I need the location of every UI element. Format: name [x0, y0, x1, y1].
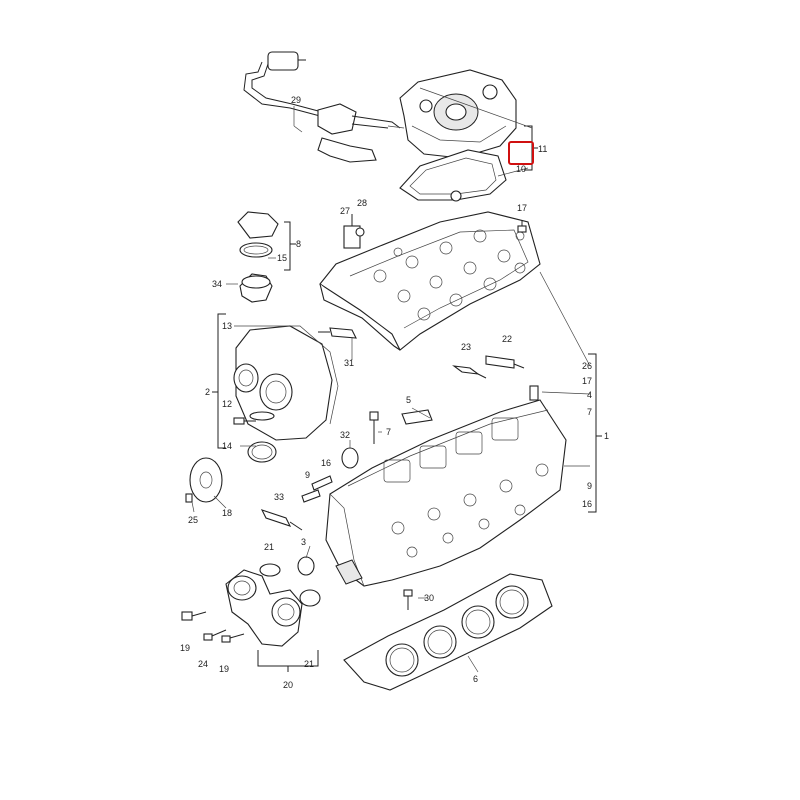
callout-30: 30: [424, 593, 434, 603]
callout-16-mid: 16: [321, 458, 331, 468]
adjuster-assembly: [181, 563, 321, 647]
oil-separator-module: [387, 69, 517, 202]
callout-18: 18: [222, 508, 232, 518]
tool-33: [260, 509, 303, 531]
callout-10: 10: [516, 164, 526, 174]
timing-case-cover: [233, 325, 339, 463]
callout-9-right: 9: [587, 481, 592, 491]
callout-9-mid: 9: [305, 470, 310, 480]
callout-19-left: 19: [180, 643, 190, 653]
part-22: [485, 355, 525, 369]
callout-33: 33: [274, 492, 284, 502]
callout-labels: 29 11 10 28 27 17 8 15 34 13 31 22 23 26…: [180, 95, 609, 690]
callout-1: 1: [604, 431, 609, 441]
bolt-30: [403, 589, 413, 610]
stud-16: [311, 475, 333, 491]
stud-9: [301, 489, 321, 503]
callout-34: 34: [212, 279, 222, 289]
oil-filler-cap: [237, 211, 279, 303]
bolt-12: [233, 417, 256, 425]
callout-19-mid: 19: [219, 664, 229, 674]
callout-3: 3: [301, 537, 306, 547]
callout-29: 29: [291, 95, 301, 105]
callout-31: 31: [344, 358, 354, 368]
sprocket-18: [185, 457, 223, 503]
callout-14: 14: [222, 441, 232, 451]
callout-26: 26: [582, 361, 592, 371]
part-5: [401, 409, 433, 425]
callout-17-right: 17: [582, 376, 592, 386]
callout-15: 15: [277, 253, 287, 263]
callout-6: 6: [473, 674, 478, 684]
callout-4: 4: [587, 390, 592, 400]
bolt-7: [369, 411, 379, 444]
callout-2: 2: [205, 387, 210, 397]
bolt-17: [517, 220, 527, 233]
callout-7-right: 7: [587, 407, 592, 417]
leader-lines: [191, 87, 591, 673]
callout-23: 23: [461, 342, 471, 352]
callout-16-right: 16: [582, 499, 592, 509]
plug-3: [297, 556, 315, 576]
callout-7-mid: 7: [386, 427, 391, 437]
callout-32: 32: [340, 430, 350, 440]
part-4: [529, 385, 539, 401]
cylinder-head-cover: [319, 211, 541, 351]
callout-11: 11: [538, 144, 547, 154]
callout-24: 24: [198, 659, 208, 669]
bracket-lines: [212, 125, 602, 672]
callout-25: 25: [188, 515, 198, 525]
plug-32: [341, 447, 359, 469]
callout-27: 27: [340, 206, 350, 216]
callout-13: 13: [222, 321, 232, 331]
highlight-box: [508, 141, 534, 165]
part-31: [318, 327, 357, 339]
callout-12: 12: [222, 399, 232, 409]
head-gasket: [343, 573, 553, 691]
sensor-27-28: [343, 214, 365, 249]
callout-8: 8: [296, 239, 301, 249]
callout-22: 22: [502, 334, 512, 344]
callout-21-bottom: 21: [304, 659, 314, 669]
callout-21-top: 21: [264, 542, 274, 552]
cylinder-head: [325, 399, 567, 587]
part-23: [452, 365, 487, 379]
callout-5: 5: [406, 395, 411, 405]
breather-hose-assembly: [243, 51, 401, 163]
callout-17-top: 17: [517, 203, 527, 213]
callout-20: 20: [283, 680, 293, 690]
callout-28: 28: [357, 198, 367, 208]
